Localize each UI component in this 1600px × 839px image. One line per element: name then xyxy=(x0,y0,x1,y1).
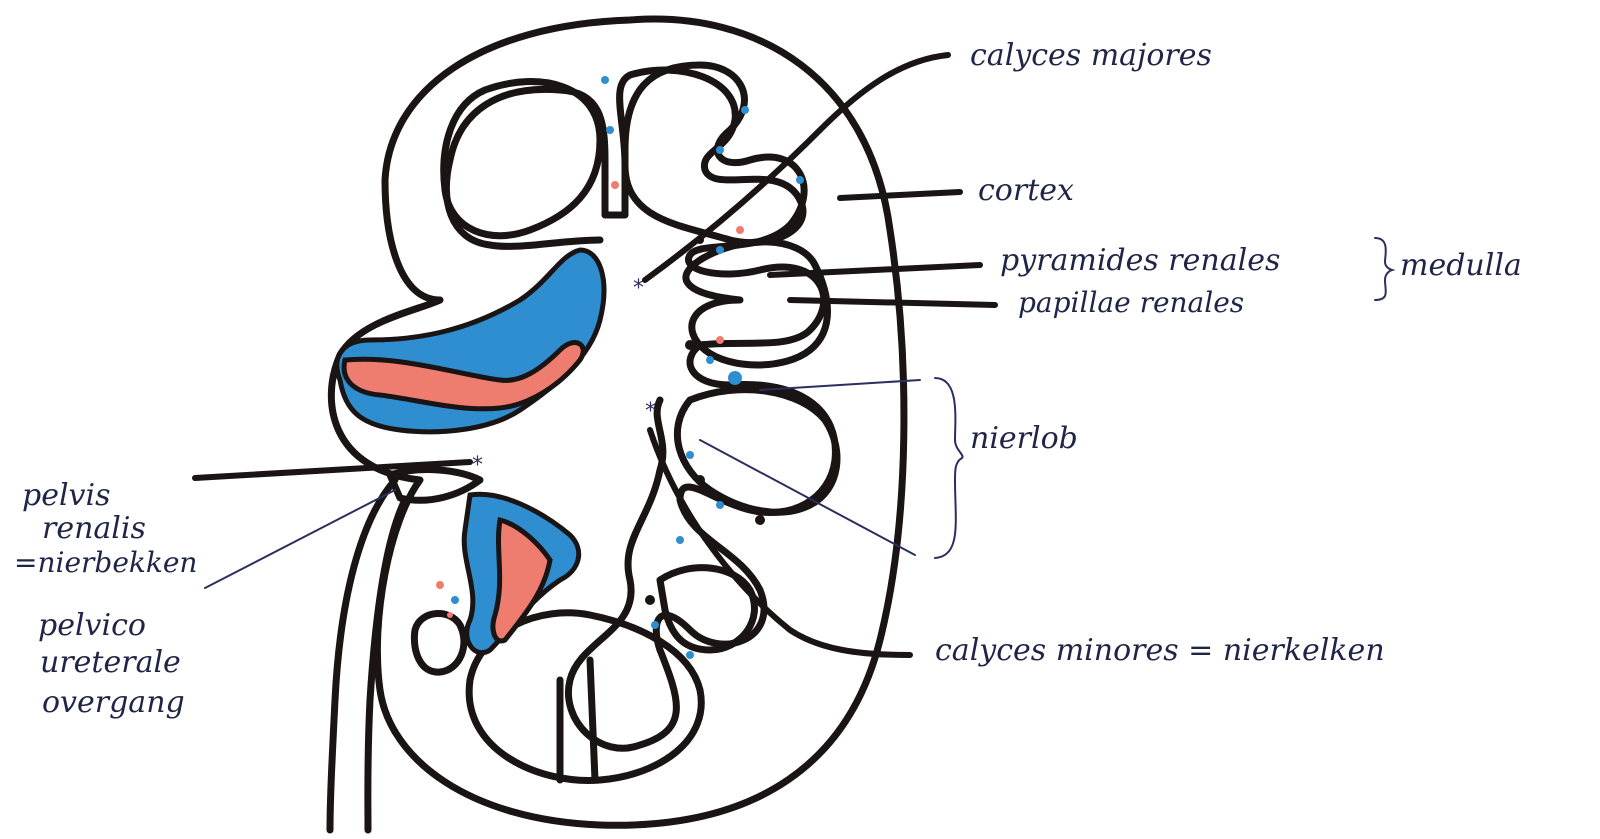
label-pelvis-line2: renalis xyxy=(42,511,146,546)
label-calyces-majores: calyces majores xyxy=(970,38,1212,73)
asterisk-marker-pelvis: * xyxy=(472,453,483,478)
medulla-brace xyxy=(1375,238,1392,300)
label-pelvis-line3: =nierbekken xyxy=(14,546,197,579)
label-pelvico-line3: overgang xyxy=(42,685,185,720)
label-pelvis-line1: pelvis xyxy=(22,478,111,513)
small-lobe-left xyxy=(414,614,464,673)
label-pelvico-line1: pelvico xyxy=(38,608,146,643)
nierlob-bracket xyxy=(935,378,963,558)
ureter xyxy=(330,480,405,830)
label-medulla: medulla xyxy=(1400,248,1522,283)
label-pyramides-renales: pyramides renales xyxy=(1000,243,1280,278)
label-papillae-renales: papillae renales xyxy=(1018,286,1244,319)
leader-cortex xyxy=(840,192,960,198)
label-nierlob: nierlob xyxy=(970,421,1078,456)
pelvis-junction xyxy=(390,470,480,501)
lobe-top-left xyxy=(444,82,600,236)
asterisk-marker-middle: * xyxy=(645,399,656,424)
label-pelvico-line2: ureterale xyxy=(40,645,181,680)
leader-pelvico xyxy=(205,490,395,588)
label-cortex: cortex xyxy=(978,173,1074,208)
label-calyces-minores: calyces minores = nierkelken xyxy=(935,633,1385,668)
